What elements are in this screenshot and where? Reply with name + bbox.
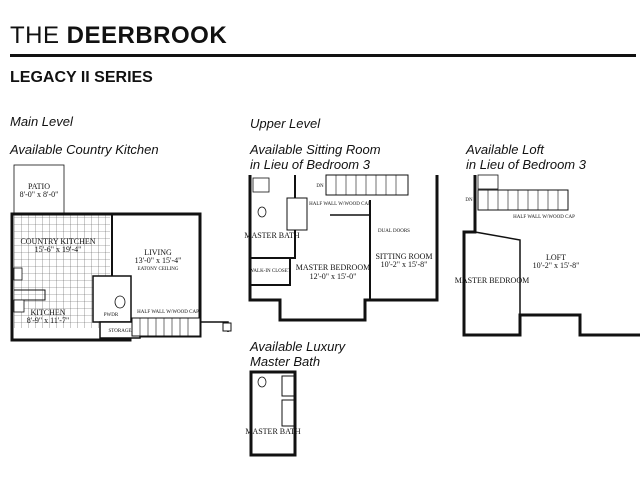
master-bath-label: MASTER BATH: [244, 231, 300, 240]
bathtub: [286, 197, 308, 231]
luxury-master-bath-label: MASTER BATH: [245, 427, 301, 436]
kitchen-dim: 8'-9" x 11'-7": [27, 316, 69, 325]
upper-rail-label: HALF WALL W/WOOD CAP: [309, 202, 371, 207]
main-rail-label: HALF WALL W/WOOD CAP: [137, 310, 199, 315]
storage-label: STORAGE: [109, 329, 132, 334]
sitting-room-option-line2: in Lieu of Bedroom 3: [250, 157, 370, 172]
main-stairs: [131, 317, 201, 337]
country-kitchen-option: Available Country Kitchen: [10, 142, 159, 157]
upper-dn-label: DN: [316, 184, 324, 189]
patio-dim: 8'-0" x 8'-0": [20, 190, 59, 199]
loft-label: LOFT: [546, 253, 566, 262]
luxury-bath-option-line2: Master Bath: [250, 354, 321, 369]
series-title: LEGACY II SERIES: [10, 69, 153, 86]
page-title: THE DEERBROOK: [10, 22, 227, 50]
shower: [252, 177, 270, 193]
upper-outer-walls: [248, 175, 439, 322]
kitchen-counter: [14, 289, 46, 301]
luxury-bath-walls: [249, 370, 297, 457]
main-level-heading: Main Level: [10, 114, 73, 129]
luxury-bath-option-line1: Available Luxury: [250, 339, 346, 354]
loft-outer-walls: [462, 175, 640, 337]
upper-level-heading: Upper Level: [250, 116, 321, 131]
luxury-toilet: [257, 376, 267, 388]
pwdr-label: PWDR: [104, 313, 119, 318]
entry-post: [222, 322, 232, 332]
kitchen-label: KITCHEN: [30, 308, 65, 317]
sitting-room-option-line1: Available Sitting Room: [250, 142, 381, 157]
closet-wall: [250, 258, 291, 286]
loft-option-line1: Available Loft: [466, 142, 544, 157]
country-kitchen-label: COUNTRY KITCHEN: [20, 237, 95, 246]
refrigerator: [13, 267, 23, 281]
loft-rail-label: HALF WALL W/WOOD CAP: [513, 215, 575, 220]
toilet: [114, 295, 126, 309]
upper-toilet: [257, 206, 267, 218]
range: [13, 299, 25, 313]
sitting-room-dim: 10'-2" x 15'-8": [381, 260, 428, 269]
dual-doors-label: DUAL DOORS: [378, 229, 410, 234]
brand-prefix: THE: [10, 22, 67, 49]
brand-name: DEERBROOK: [66, 22, 228, 49]
loft-dim: 10'-2" x 15'-8": [533, 261, 580, 270]
master-bedroom-label: MASTER BEDROOM: [296, 263, 370, 272]
loft-master-bedroom-label: MASTER BEDROOM: [455, 276, 529, 285]
title-rule: [10, 54, 636, 57]
sitting-room-label: SITTING ROOM: [375, 252, 432, 261]
upper-stairs: [325, 174, 409, 196]
luxury-tub: [281, 399, 295, 427]
loft-dn-label: DN: [465, 198, 473, 203]
living-dim: 13'-0" x 15'-4": [135, 256, 182, 265]
walk-in-closet-label: WALK-IN CLOSET: [249, 269, 291, 274]
loft-option-line2: in Lieu of Bedroom 3: [466, 157, 586, 172]
master-bedroom-dim: 12'-0" x 15'-0": [310, 272, 357, 281]
living-note: EATONY CEILING: [138, 267, 179, 272]
living-label: LIVING: [144, 248, 172, 257]
luxury-shower: [281, 375, 295, 397]
country-kitchen-dim: 15'-6" x 19'-4": [35, 245, 82, 254]
loft-shower: [477, 174, 499, 190]
patio-label: PATIO: [28, 182, 50, 191]
loft-bedroom-wall: [474, 231, 521, 315]
loft-stairs: [477, 189, 569, 211]
